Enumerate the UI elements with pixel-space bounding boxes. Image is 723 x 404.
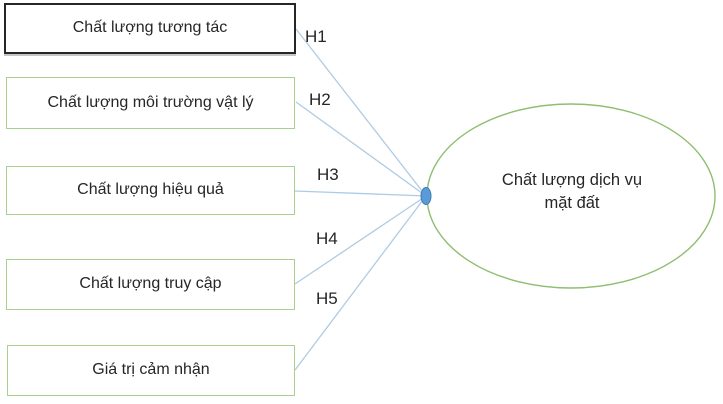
outcome-label-line1: Chất lượng dịch vụ: [501, 171, 643, 189]
factor-label: Chất lượng hiệu quả: [77, 181, 224, 199]
connector-line-h3: [294, 190, 427, 197]
outcome-label: Chất lượng dịch vụ mặt đất: [460, 169, 684, 215]
hypothesis-label-h5: H5: [316, 289, 338, 308]
factor-label: Giá trị cảm nhận: [92, 361, 210, 379]
factor-box-physical-environment-quality: Chất lượng môi trường vật lý: [6, 77, 295, 129]
factor-label: Chất lượng môi trường vật lý: [47, 93, 254, 111]
hypothesis-label-h1: H1: [305, 27, 327, 46]
factor-box-outcome-quality: Chất lượng hiệu quả: [6, 166, 295, 215]
hypothesis-label-h4: H4: [316, 229, 338, 248]
factor-box-perceived-value: Giá trị cảm nhận: [7, 345, 295, 396]
factor-box-interaction-quality: Chất lượng tương tác: [4, 3, 296, 54]
connector-line-h2: [295, 101, 427, 197]
convergence-point-dot: [420, 187, 432, 205]
factor-label: Chất lượng truy cập: [79, 275, 222, 293]
connector-line-h1: [295, 28, 427, 197]
hypothesis-label-h3: H3: [317, 165, 339, 184]
factor-box-access-quality: Chất lượng truy cập: [6, 259, 295, 310]
hypothesis-label-h2: H2: [309, 90, 331, 109]
factor-label: Chất lượng tương tác: [72, 19, 228, 37]
connector-line-h4: [294, 195, 427, 285]
connector-line-h5: [294, 195, 427, 371]
outcome-label-line2: mặt đất: [544, 194, 600, 212]
